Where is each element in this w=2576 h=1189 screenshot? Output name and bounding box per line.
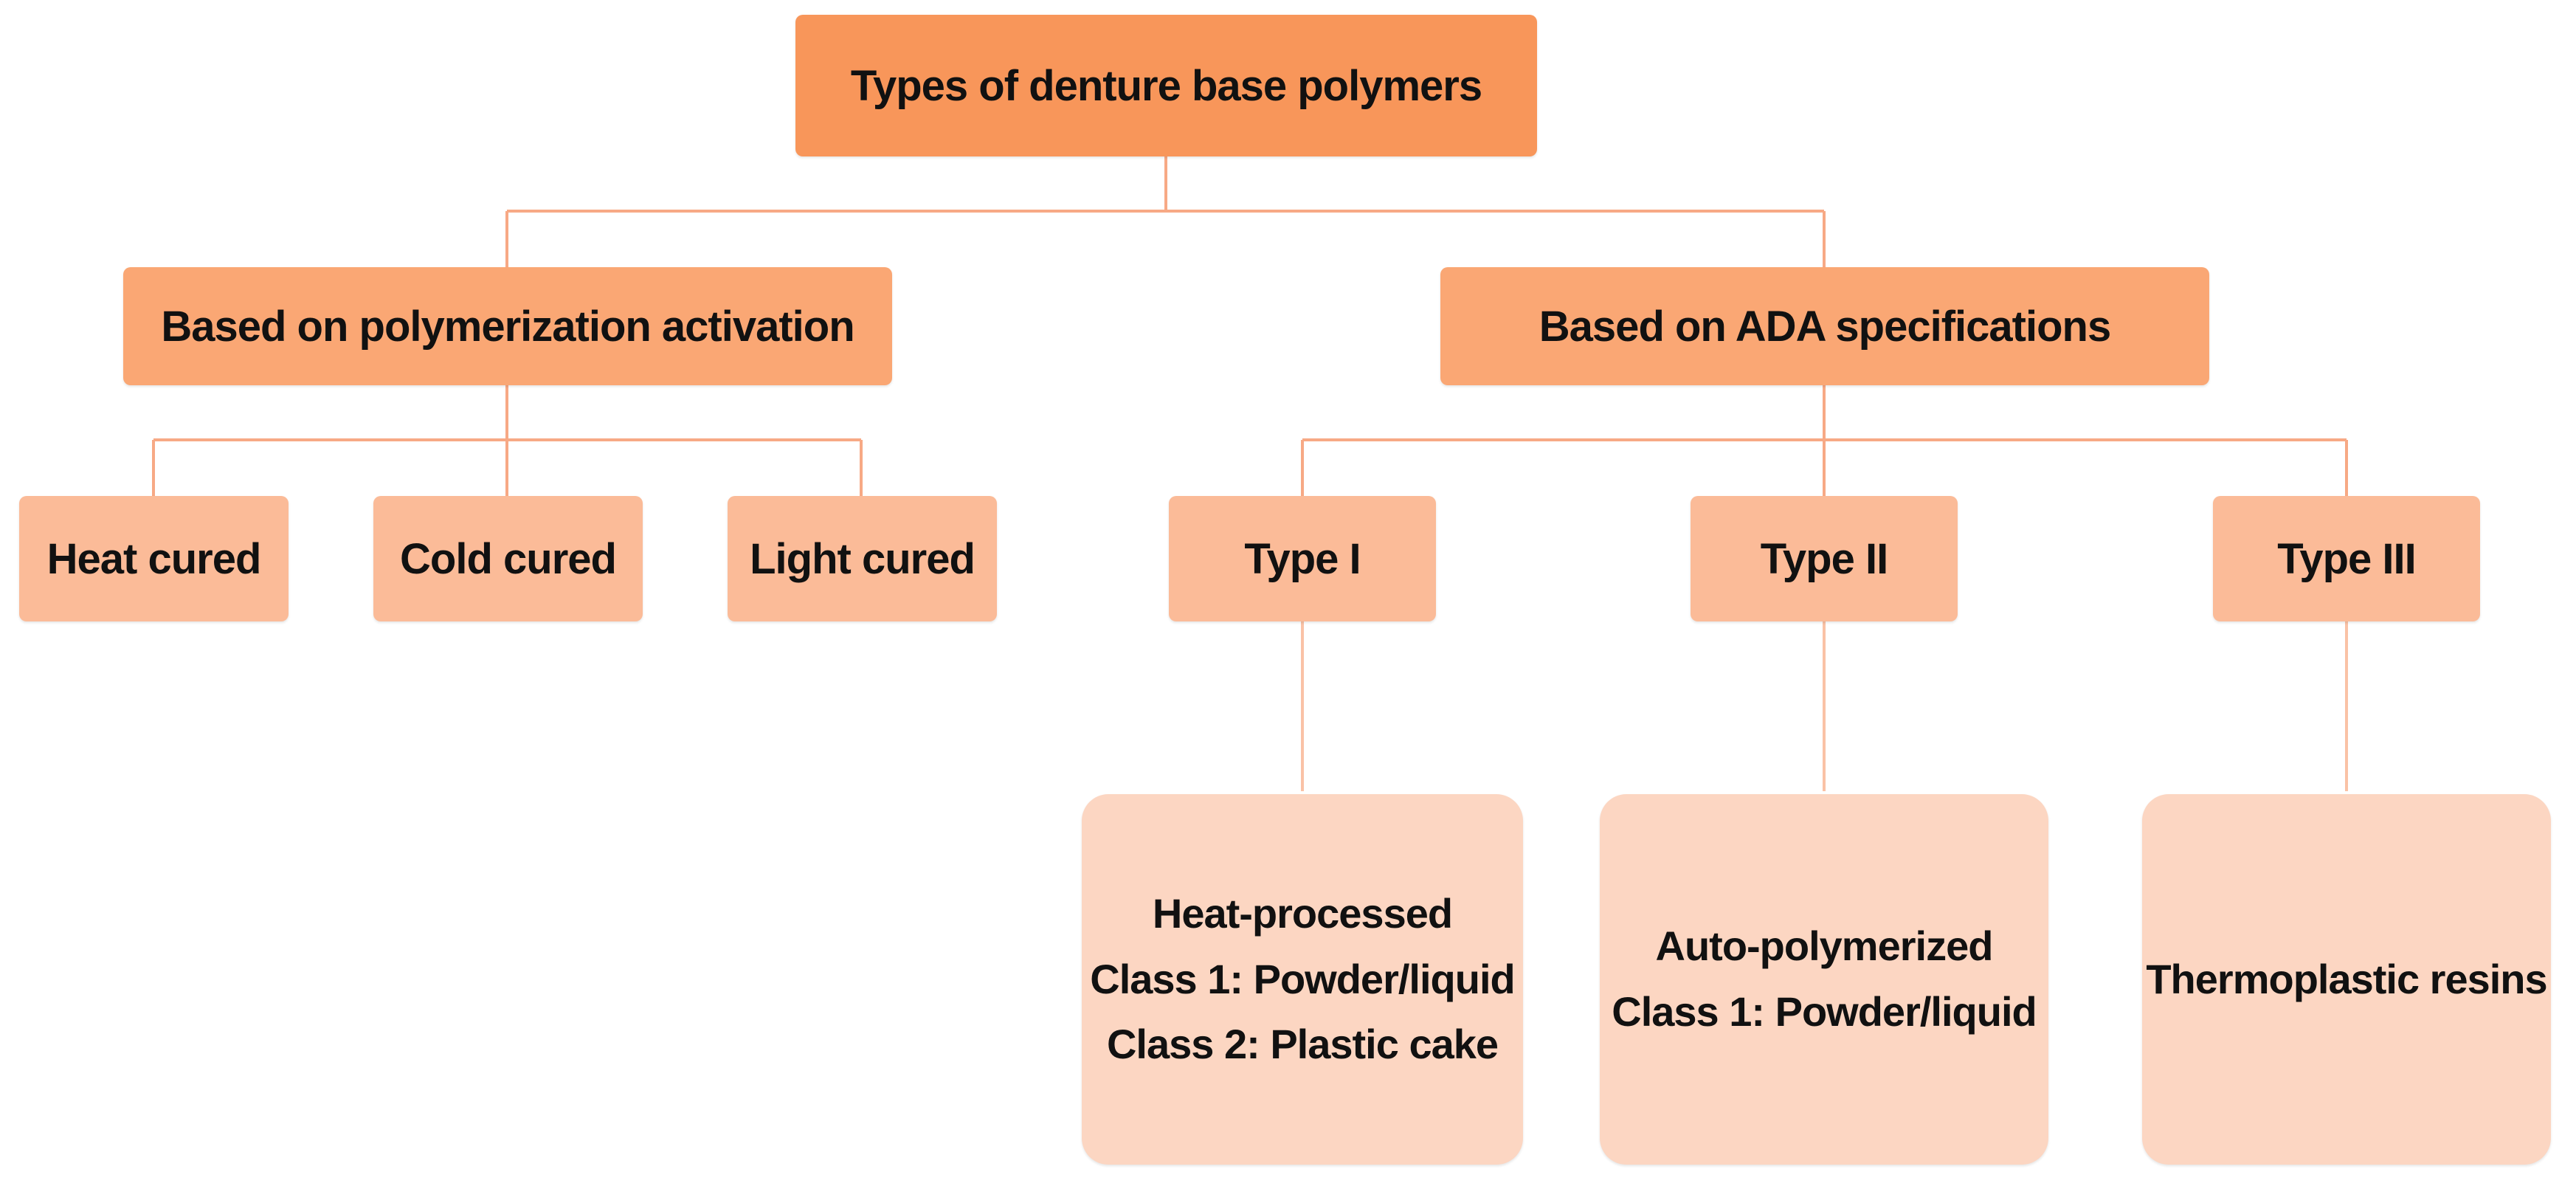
category-ada-node: Based on ADA specifications (1440, 267, 2209, 385)
heat-cured-node: Heat cured (19, 496, 289, 621)
type-3-node: Type III (2213, 496, 2480, 621)
type-2-node: Type II (1691, 496, 1958, 621)
category-ada-label: Based on ADA specifications (1539, 302, 2111, 351)
root-node: Types of denture base polymers (795, 15, 1537, 156)
category-activation-label: Based on polymerization activation (161, 302, 854, 351)
type-1-node: Type I (1169, 496, 1436, 621)
type-1-detail-line: Class 2: Plastic cake (1106, 1021, 1499, 1068)
type-1-detail-line: Heat-processed (1152, 889, 1453, 937)
type-3-label: Type III (2277, 534, 2417, 583)
category-activation-node: Based on polymerization activation (123, 267, 892, 385)
type-2-detail-node: Auto-polymerized Class 1: Powder/liquid (1600, 794, 2048, 1165)
root-label: Types of denture base polymers (850, 61, 1482, 110)
cold-cured-node: Cold cured (373, 496, 643, 621)
type-1-label: Type I (1244, 534, 1361, 583)
cold-cured-label: Cold cured (400, 534, 617, 583)
light-cured-node: Light cured (728, 496, 997, 621)
type-3-detail-line: Thermoplastic resins (2146, 955, 2547, 1002)
heat-cured-label: Heat cured (46, 534, 262, 583)
light-cured-label: Light cured (750, 534, 976, 583)
type-3-detail-node: Thermoplastic resins (2142, 794, 2551, 1165)
type-2-detail-line: Auto-polymerized (1655, 923, 1994, 970)
type-2-label: Type II (1760, 534, 1888, 583)
type-2-detail-line: Class 1: Powder/liquid (1612, 988, 2037, 1035)
type-1-detail-node: Heat-processed Class 1: Powder/liquid Cl… (1082, 794, 1523, 1165)
type-1-detail-line: Class 1: Powder/liquid (1090, 955, 1515, 1002)
